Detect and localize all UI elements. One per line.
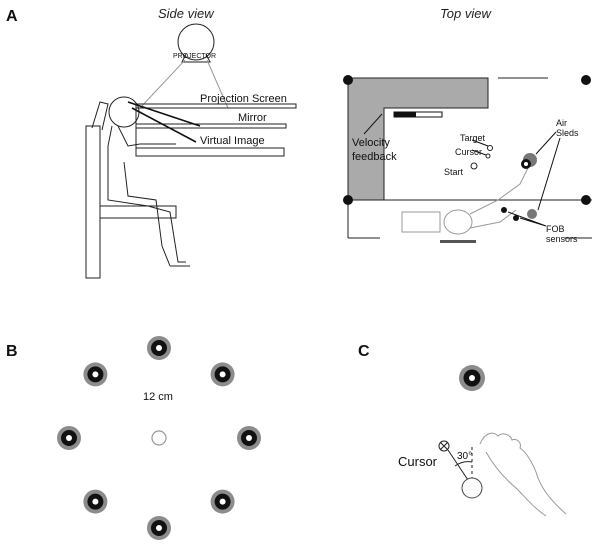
virtual-image-label: Virtual Image xyxy=(200,135,265,147)
air-sled xyxy=(527,209,537,219)
target-marker xyxy=(487,145,493,151)
target-3 xyxy=(237,426,261,450)
target-7 xyxy=(57,426,81,450)
start-marker xyxy=(470,162,478,170)
projector: PROJECTOR xyxy=(173,23,216,63)
fob-sensor xyxy=(501,207,507,213)
target-4 xyxy=(210,489,235,514)
corner-post xyxy=(343,195,353,205)
top-view-title: Top view xyxy=(440,6,492,21)
start-circle-c xyxy=(461,477,483,499)
projector-label: PROJECTOR xyxy=(173,53,216,60)
mirror-plane xyxy=(135,123,287,129)
target-cursor-arrows xyxy=(471,139,489,156)
cursor-label: Cursor xyxy=(455,147,482,157)
projection-screen-label: Projection Screen xyxy=(200,93,287,105)
target-label: Target xyxy=(460,133,486,143)
panel-label-c: C xyxy=(358,343,370,360)
target-c xyxy=(459,365,485,391)
cursor-label-c: Cursor xyxy=(398,454,438,469)
velocity-arrow xyxy=(363,113,383,135)
cursor-marker xyxy=(485,153,491,159)
distance-label: 12 cm xyxy=(143,391,173,403)
air-sled-arrows xyxy=(535,131,561,211)
velocity-label-2: feedback xyxy=(352,151,397,163)
side-view-diagram: PROJECTOR Projection Screen Mirror Virtu… xyxy=(85,23,297,279)
corner-post xyxy=(581,195,591,205)
panel-c-diagram: Cursor 30° xyxy=(398,365,567,517)
target-2 xyxy=(210,362,235,387)
target-array: 12 cm xyxy=(57,336,261,540)
person-top xyxy=(401,167,529,243)
velocity-label-1: Velocity xyxy=(352,137,390,149)
target-5 xyxy=(147,516,171,540)
seated-person xyxy=(107,96,190,267)
start-label: Start xyxy=(444,167,464,177)
fob-sensor xyxy=(513,215,519,221)
target-6 xyxy=(83,489,108,514)
side-view-title: Side view xyxy=(158,6,215,21)
cursor-icon xyxy=(438,440,450,452)
angle-arc xyxy=(454,461,473,467)
top-view-diagram: Velocity feedback Target Cursor Start Ai… xyxy=(343,75,592,244)
air-sleds-label-1: Air xyxy=(556,118,567,128)
panel-label-a: A xyxy=(6,8,18,25)
mirror-label: Mirror xyxy=(238,112,267,124)
fob-label-2: sensors xyxy=(546,234,578,244)
table-plane xyxy=(135,147,285,157)
target-8 xyxy=(83,362,108,387)
air-sleds-label-2: Sleds xyxy=(556,128,579,138)
corner-post xyxy=(581,75,591,85)
air-sled xyxy=(521,153,537,169)
angle-label: 30° xyxy=(457,451,472,462)
panel-label-b: B xyxy=(6,343,18,360)
hand xyxy=(479,432,567,515)
fob-label-1: FOB xyxy=(546,224,565,234)
target-1 xyxy=(147,336,171,360)
chair xyxy=(85,101,177,279)
corner-post xyxy=(343,75,353,85)
start-circle xyxy=(151,430,167,446)
fob-arrows xyxy=(507,211,547,227)
projection-cone xyxy=(139,59,229,109)
sight-arrow xyxy=(127,101,201,143)
